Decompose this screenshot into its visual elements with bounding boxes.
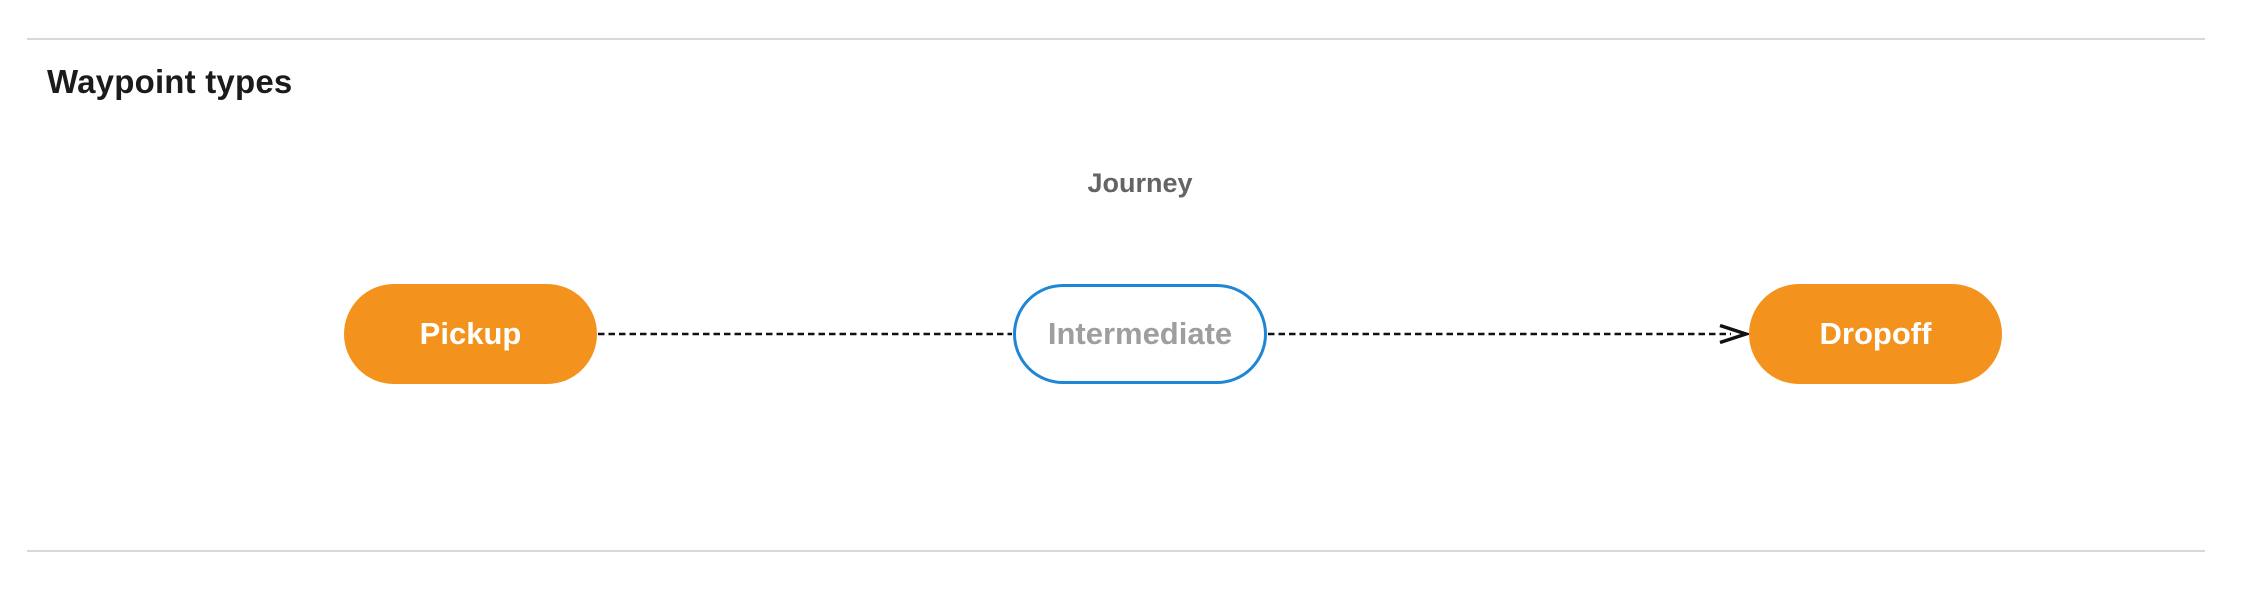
top-divider	[27, 38, 2205, 40]
bottom-divider	[27, 550, 2205, 552]
node-intermediate-label: Intermediate	[1047, 316, 1233, 351]
diagram-title: Journey	[1087, 168, 1193, 198]
node-pickup-label: Pickup	[419, 316, 522, 351]
arrowhead-icon	[1719, 323, 1752, 345]
section-title: Waypoint types	[47, 63, 293, 100]
node-intermediate: Intermediate	[1013, 284, 1267, 384]
node-dropoff-label: Dropoff	[1819, 316, 1932, 351]
node-pickup: Pickup	[344, 284, 597, 384]
node-dropoff: Dropoff	[1749, 284, 2002, 384]
